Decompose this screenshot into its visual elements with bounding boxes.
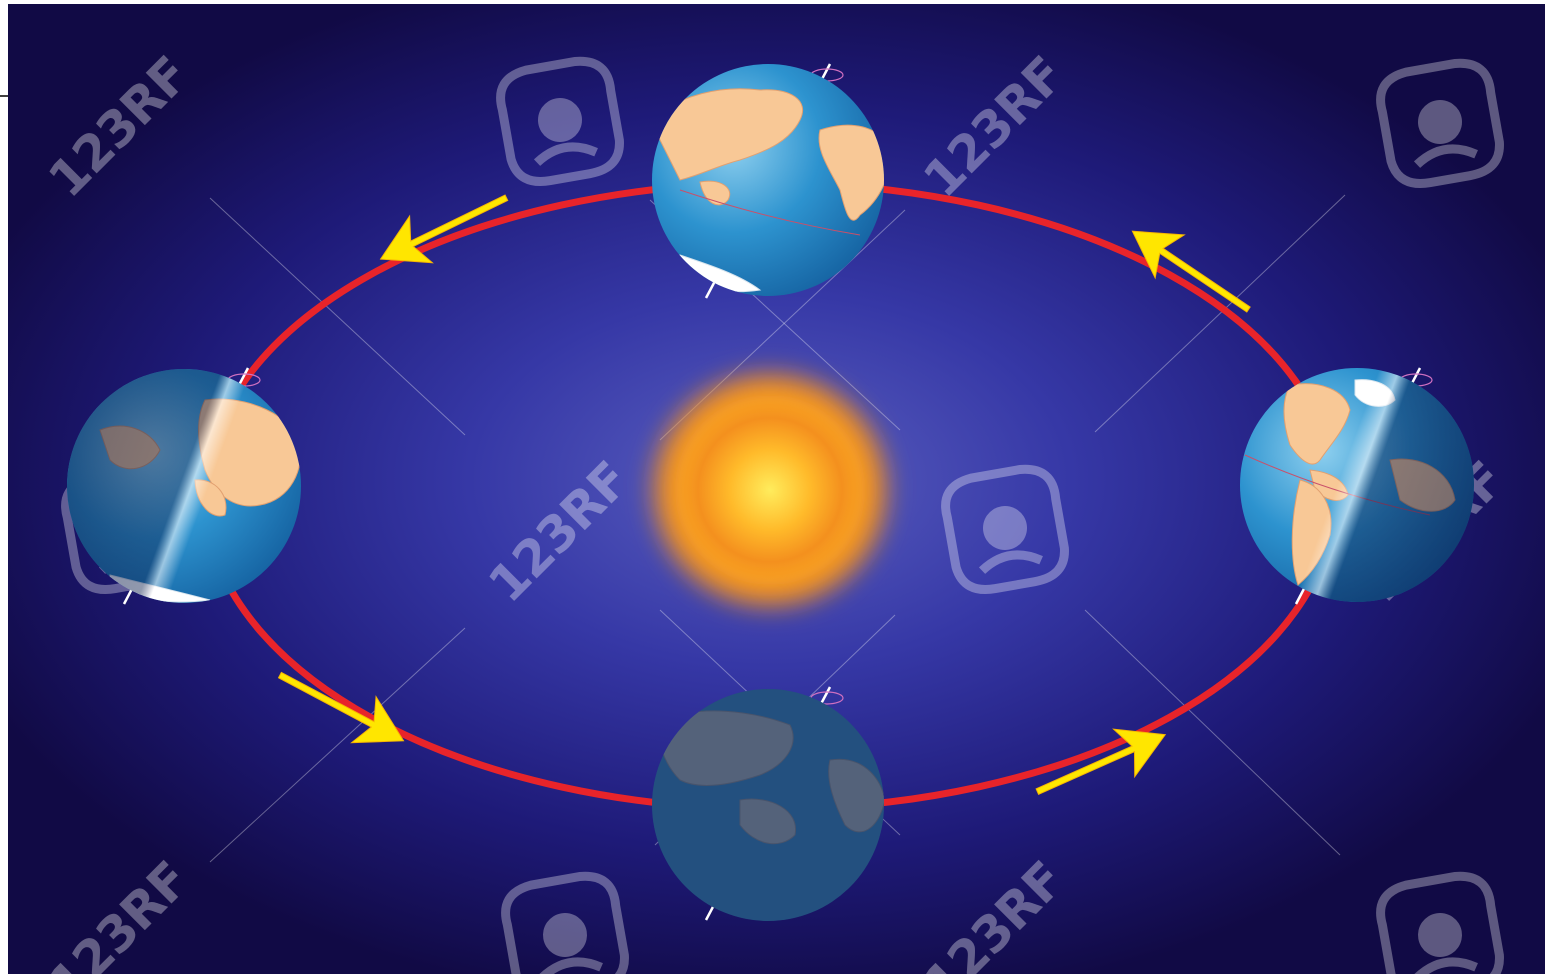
sun: [642, 362, 898, 618]
